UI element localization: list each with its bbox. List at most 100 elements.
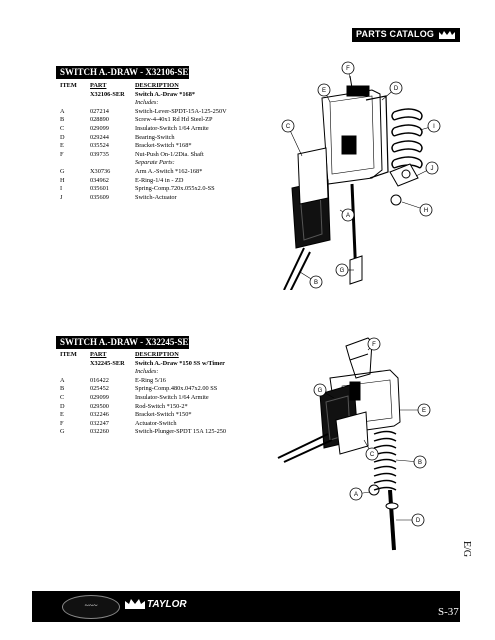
part-description: Bracket-Switch *150* (135, 411, 192, 419)
svg-text:C: C (286, 124, 291, 130)
svg-text:A: A (346, 213, 350, 219)
part-description: Switch-Actuator (135, 193, 177, 201)
part-description: Spring-Comp.720x.055x2.0-SS (135, 185, 215, 193)
callout-d: D (381, 81, 403, 101)
callout-j: J (415, 161, 439, 177)
part-number: 032246 (90, 411, 109, 419)
part-description: Switch-Plunger-SPDT 15A 125-250 (135, 428, 227, 436)
part-description: Insulator-Switch 1/64 Armite (135, 393, 209, 401)
part-description: E-Ring 5/16 (135, 376, 166, 384)
callout-h: H (401, 201, 433, 217)
part-number: 032247 (90, 419, 109, 427)
part-number: 035609 (90, 193, 109, 201)
part-number: X32245-SER (90, 359, 125, 367)
callout-labels: A B C D E F G H I J (281, 61, 441, 289)
part-number: X32106-SER (90, 90, 125, 98)
part-description: Rod-Switch *150-2* (135, 402, 188, 410)
item-letter: F (60, 150, 64, 158)
section-title: SWITCH A.-DRAW - X32245-SER (60, 337, 195, 347)
column-header: ITEM (60, 82, 77, 89)
callout-c: C (281, 119, 303, 157)
svg-text:J: J (431, 166, 434, 172)
callout-g: G (313, 383, 335, 399)
callout-labels: A B C D E F G (313, 337, 431, 527)
side-mark: E/G (461, 541, 472, 558)
svg-text:G: G (318, 388, 323, 394)
exploded-view-diagram: A B C D E F G (277, 337, 431, 551)
svg-text:C: C (370, 452, 375, 458)
column-header: PART (90, 82, 107, 89)
svg-text:E: E (422, 408, 426, 414)
part-number: 035601 (90, 185, 109, 193)
item-letter: F (60, 419, 64, 427)
item-letter: H (60, 176, 65, 184)
item-letter: A (60, 107, 65, 115)
item-letter: C (60, 124, 65, 132)
part-description: Bearing-Switch (135, 133, 175, 141)
callout-f: F (367, 337, 381, 351)
callout-e: E (400, 403, 431, 417)
part-description: Separate Parts: (135, 159, 175, 167)
item-letter: E (60, 142, 64, 150)
part-number: 016422 (90, 376, 109, 384)
part-description: Insulator-Switch 1/64 Armite (135, 124, 209, 132)
part-number: 028890 (90, 116, 109, 124)
part-description: Nut-Push On-1/2Dia. Shaft (135, 150, 204, 158)
callout-b: B (299, 271, 323, 289)
callout-a: A (339, 208, 355, 222)
part-description: Bracket-Switch *168* (135, 142, 192, 150)
callout-b: B (395, 455, 427, 469)
callout-f: F (341, 61, 355, 79)
part-description: Switch-Lever-SPDT-15A-125-250V (135, 107, 227, 115)
callout-i: I (419, 119, 441, 133)
column-header: ITEM (60, 351, 77, 358)
part-number: 029099 (90, 124, 109, 132)
svg-text:H: H (424, 208, 428, 214)
part-description: Screw-4-40x1 Rd Hd Steel-ZP (135, 116, 213, 124)
part-number: 034962 (90, 176, 109, 184)
svg-text:D: D (394, 86, 399, 92)
svg-text:F: F (346, 66, 350, 72)
item-letter: D (60, 402, 65, 410)
svg-text:F: F (372, 342, 376, 348)
item-letter: C (60, 393, 65, 401)
svg-text:I: I (433, 124, 435, 130)
item-letter: G (60, 167, 65, 175)
svg-text:A: A (354, 492, 358, 498)
item-letter: B (60, 116, 65, 124)
part-number: 029500 (90, 402, 109, 410)
brand-name: TAYLOR (147, 599, 187, 610)
section-title: SWITCH A.-DRAW - X32106-SER (60, 67, 195, 77)
part-description: Actuator-Switch (135, 419, 177, 427)
part-description: Switch A.-Draw *150 SS w/Timer (135, 359, 225, 367)
callout-c: C (363, 439, 379, 461)
column-header: PART (90, 351, 107, 358)
catalog-label: PARTS CATALOG (356, 29, 435, 39)
item-letter: E (60, 411, 64, 419)
item-letter: A (60, 376, 65, 384)
part-description: Switch A.-Draw *168* (135, 90, 195, 98)
part-description: E-Ring-1/4 in - ZD (135, 176, 184, 184)
part-number: 039735 (90, 150, 109, 158)
part-number: 029099 (90, 393, 109, 401)
part-number: X30736 (90, 167, 111, 175)
callout-g: G (335, 263, 354, 277)
exploded-view-diagram: A B C D E F G H I J (281, 61, 441, 290)
part-number: 029244 (90, 133, 109, 141)
part-number: 032260 (90, 428, 109, 436)
column-header: DESCRIPTION (135, 82, 179, 89)
part-number: 035524 (90, 142, 109, 150)
part-number: 027214 (90, 107, 109, 115)
item-letter: G (60, 428, 65, 436)
crown-logo-icon (439, 31, 455, 39)
column-header: DESCRIPTION (135, 351, 179, 358)
item-letter: J (60, 193, 63, 201)
svg-text:E: E (322, 88, 326, 94)
svg-text:B: B (418, 460, 422, 466)
callout-d: D (396, 513, 425, 527)
svg-text:D: D (416, 518, 421, 524)
part-description: Includes: (135, 368, 159, 376)
header-bar: PARTS CATALOG (352, 28, 460, 42)
svg-text:G: G (340, 268, 345, 274)
taylor-crown-icon (125, 599, 145, 609)
